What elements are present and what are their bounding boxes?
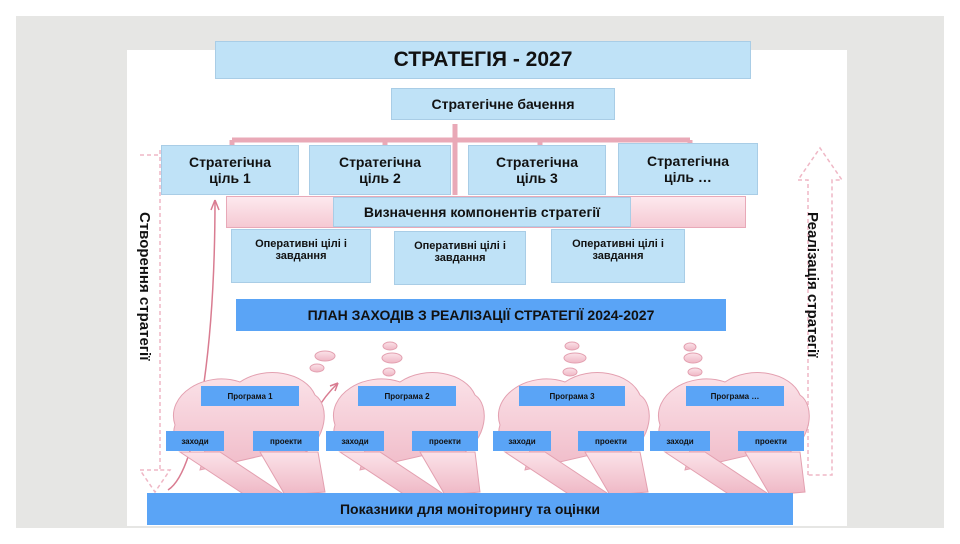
program-3: Програма 3	[519, 386, 625, 406]
projects-box-3: проекти	[578, 431, 644, 451]
action-plan-bar: ПЛАН ЗАХОДІВ З РЕАЛІЗАЦІЇ СТРАТЕГІЇ 2024…	[236, 299, 726, 331]
operational-goals-1: Оперативні цілі і завдання	[231, 229, 371, 283]
left-arrow-shape	[138, 150, 172, 494]
goal-label-line1: Стратегічна	[646, 153, 730, 169]
operational-label-line1: Оперативні цілі і	[572, 238, 664, 250]
measures-label: заходи	[666, 436, 694, 446]
strategic-vision-label: Стратегічне бачення	[431, 96, 575, 112]
goal-label-line2: ціль 3	[516, 170, 558, 186]
right-arrow-shape	[796, 146, 844, 476]
goal-label-line2: ціль 2	[359, 170, 401, 186]
measures-box-2: заходи	[326, 431, 384, 451]
operational-label-line2: завдання	[592, 250, 644, 262]
measures-box-1: заходи	[166, 431, 224, 451]
measures-box-3: заходи	[493, 431, 551, 451]
program-label: Програма …	[710, 391, 760, 401]
operational-label-line2: завдання	[275, 250, 327, 262]
goal-label-line2: ціль 1	[209, 170, 251, 186]
page-title: СТРАТЕГІЯ - 2027	[215, 41, 751, 79]
right-side-label: Реалізація стратегії	[804, 212, 821, 357]
projects-label: проекти	[595, 436, 627, 446]
projects-label: проекти	[270, 436, 302, 446]
measures-label: заходи	[508, 436, 536, 446]
left-side-label: Створення стратегії	[136, 212, 153, 360]
program-4: Програма …	[686, 386, 784, 406]
components-label: Визначення компонентів стратегії	[363, 204, 601, 220]
goal-label-line1: Стратегічна	[188, 154, 272, 170]
measures-label: заходи	[181, 436, 209, 446]
goal-label-line1: Стратегічна	[495, 154, 579, 170]
program-2: Програма 2	[358, 386, 456, 406]
strategic-goal-3: Стратегічна ціль 3	[468, 145, 606, 195]
indicators-label: Показники для моніторингу та оцінки	[339, 501, 600, 517]
operational-goals-2: Оперативні цілі і завдання	[394, 231, 526, 285]
strategic-goal-4: Стратегічна ціль …	[618, 143, 758, 195]
projects-box-2: проекти	[412, 431, 478, 451]
projects-label: проекти	[755, 436, 787, 446]
components-box: Визначення компонентів стратегії	[333, 197, 631, 227]
goal-label-line1: Стратегічна	[338, 154, 422, 170]
thought-bubbles	[309, 341, 703, 377]
strategic-vision-box: Стратегічне бачення	[391, 88, 615, 120]
program-label: Програма 2	[384, 391, 430, 401]
operational-label-line1: Оперативні цілі і	[255, 238, 347, 250]
operational-label-line1: Оперативні цілі і	[414, 240, 506, 252]
action-plan-label: ПЛАН ЗАХОДІВ З РЕАЛІЗАЦІЇ СТРАТЕГІЇ 2024…	[307, 307, 655, 323]
goal-label-line2: ціль …	[664, 169, 712, 185]
page-title-text: СТРАТЕГІЯ - 2027	[393, 48, 573, 71]
program-1: Програма 1	[201, 386, 299, 406]
indicators-bar: Показники для моніторингу та оцінки	[147, 493, 793, 525]
operational-goals-3: Оперативні цілі і завдання	[551, 229, 685, 283]
projects-box-1: проекти	[253, 431, 319, 451]
program-label: Програма 3	[549, 391, 595, 401]
strategic-goal-2: Стратегічна ціль 2	[309, 145, 451, 195]
ribbon-tails	[178, 451, 806, 496]
projects-label: проекти	[429, 436, 461, 446]
left-side-label-text: Створення стратегії	[136, 212, 153, 361]
program-label: Програма 1	[227, 391, 273, 401]
strategic-goal-1: Стратегічна ціль 1	[161, 145, 299, 195]
measures-box-4: заходи	[650, 431, 710, 451]
right-side-label-text: Реалізація стратегії	[804, 212, 821, 358]
projects-box-4: проекти	[738, 431, 804, 451]
measures-label: заходи	[341, 436, 369, 446]
operational-label-line2: завдання	[434, 252, 486, 264]
